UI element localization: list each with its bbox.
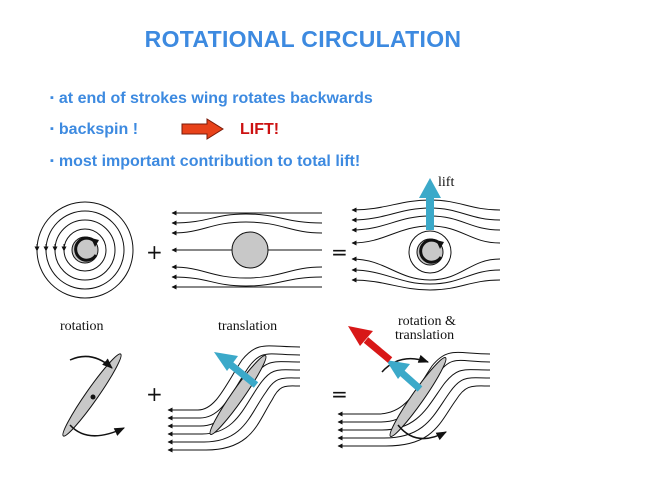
translation-label: translation [218,319,277,334]
translation-flow-diagram [171,210,323,290]
lift-label: lift [438,175,454,190]
equals-sign: = [331,382,348,406]
bullet-text: most important contribution to total lif… [58,153,361,170]
bullet-text: backspin ! [58,121,139,138]
combined-wing [389,357,447,437]
bullet-mark: ▪ [50,123,54,135]
rotation-arrow-top [381,354,429,373]
bullet-text: at end of strokes wing rotates backwards [58,90,373,107]
rotation-label: rotation [60,319,104,334]
combined-label-line1: rotation & [398,314,456,329]
right-arrow-icon [181,118,224,140]
lift-arrow [419,178,441,230]
bullet-mark: ▪ [50,92,54,104]
bullet-backspin: ▪ backspin ! [50,121,138,139]
translation-force-arrow [214,352,259,388]
bullet-mark: ▪ [50,155,54,167]
bullet-important-contribution: ▪ most important contribution to total li… [50,153,360,171]
plus-sign: + [146,382,163,406]
equals-sign: = [331,240,348,264]
rotation-arrow-bottom [397,424,447,441]
plus-sign: + [146,240,163,264]
combined-label-line2: translation [395,328,454,343]
combined-translation-arrow [386,360,423,392]
rotation-flow-diagram [34,201,134,299]
slide-title: ROTATIONAL CIRCULATION [144,26,462,52]
combined-red-force-arrow [348,326,393,363]
lift-callout: LIFT! [240,121,280,138]
translating-wing [209,355,267,435]
rotating-wing-diagram [62,353,125,437]
bullet-wing-rotates: ▪ at end of strokes wing rotates backward… [50,90,373,108]
